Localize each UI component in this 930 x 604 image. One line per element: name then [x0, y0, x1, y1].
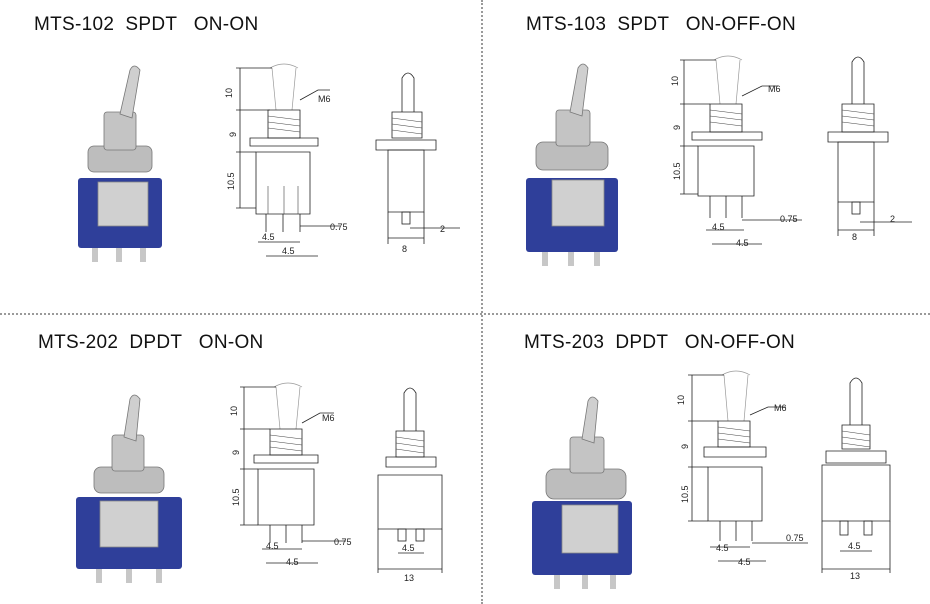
- dim-side-pitch: 4.5: [848, 541, 861, 551]
- dim-h1: 10: [224, 88, 234, 98]
- dim-thread: M6: [774, 403, 787, 413]
- panel-mts-202: MTS-202 DPDT ON-ON: [0, 315, 480, 604]
- front-dimension-drawing: [236, 63, 340, 257]
- dim-thread: M6: [768, 84, 781, 94]
- dim-h2: 9: [672, 125, 682, 130]
- panel-drawings: 10 9 10.5 M6 0.75 4.5 4.5 4.5 13: [532, 370, 891, 589]
- side-dimension-drawing: [377, 387, 443, 573]
- dim-h3: 10.5: [226, 172, 236, 190]
- dim-h2: 9: [680, 444, 690, 449]
- dim-h3: 10.5: [672, 162, 682, 180]
- dim-pin-width: 0.75: [334, 537, 352, 547]
- panel-title: MTS-202 DPDT ON-ON: [38, 332, 264, 353]
- dim-side-pitch: 4.5: [402, 543, 415, 553]
- dim-h2: 9: [231, 450, 241, 455]
- dim-side-width: 8: [402, 244, 407, 254]
- dim-side-width: 8: [852, 232, 857, 242]
- dim-pitch-a: 4.5: [716, 543, 729, 553]
- dim-h3: 10.5: [680, 485, 690, 503]
- dim-pitch-a: 4.5: [262, 232, 275, 242]
- dim-pitch-a: 4.5: [266, 541, 279, 551]
- switch-photo: [532, 396, 632, 589]
- dim-h1: 10: [229, 406, 239, 416]
- switch-photo: [526, 63, 618, 266]
- dim-thread: M6: [322, 413, 335, 423]
- dim-pin-width: 0.75: [786, 533, 804, 543]
- front-dimension-drawing: [240, 382, 346, 564]
- side-dimension-drawing: [827, 56, 912, 236]
- panel-mts-203: MTS-203 DPDT ON-OFF-ON: [482, 315, 930, 604]
- panel-title: MTS-103 SPDT ON-OFF-ON: [526, 14, 797, 35]
- dim-pitch-a: 4.5: [712, 222, 725, 232]
- front-dimension-drawing: [688, 370, 808, 562]
- panel-mts-103: MTS-103 SPDT ON-OFF-ON: [482, 0, 930, 312]
- panel-drawings: 10 9 10.5 M6 0.75 4.5 4.5 8 2: [78, 63, 460, 262]
- dim-pitch-b: 4.5: [738, 557, 751, 567]
- panel-title: MTS-102 SPDT ON-ON: [34, 14, 259, 35]
- dim-pitch-b: 4.5: [286, 557, 299, 567]
- dim-thread: M6: [318, 94, 331, 104]
- dim-pin-width: 0.75: [780, 214, 798, 224]
- side-dimension-drawing: [375, 72, 460, 244]
- switch-photo: [76, 394, 182, 583]
- vertical-divider: [481, 0, 483, 604]
- panel-title: MTS-203 DPDT ON-OFF-ON: [524, 332, 796, 353]
- dim-h2: 9: [228, 132, 238, 137]
- side-dimension-drawing: [821, 377, 891, 573]
- dim-h3: 10.5: [231, 488, 241, 506]
- dim-side-width: 13: [404, 573, 414, 583]
- front-dimension-drawing: [680, 55, 802, 245]
- dim-h1: 10: [670, 76, 680, 86]
- dim-h1: 10: [676, 395, 686, 405]
- panel-mts-102: MTS-102 SPDT ON-ON: [0, 0, 480, 312]
- dim-pitch-b: 4.5: [282, 246, 295, 256]
- dim-side-pin: 2: [890, 214, 895, 224]
- dim-pin-width: 0.75: [330, 222, 348, 232]
- dim-side-pin: 2: [440, 224, 445, 234]
- panel-drawings: 10 9 10.5 M6 0.75 4.5 4.5 4.5 13: [76, 382, 443, 583]
- horizontal-divider: [0, 313, 930, 315]
- dim-side-width: 13: [850, 571, 860, 581]
- dim-pitch-b: 4.5: [736, 238, 749, 248]
- panel-drawings: 10 9 10.5 M6 0.75 4.5 4.5 8 2: [526, 55, 912, 266]
- switch-photo: [78, 65, 162, 262]
